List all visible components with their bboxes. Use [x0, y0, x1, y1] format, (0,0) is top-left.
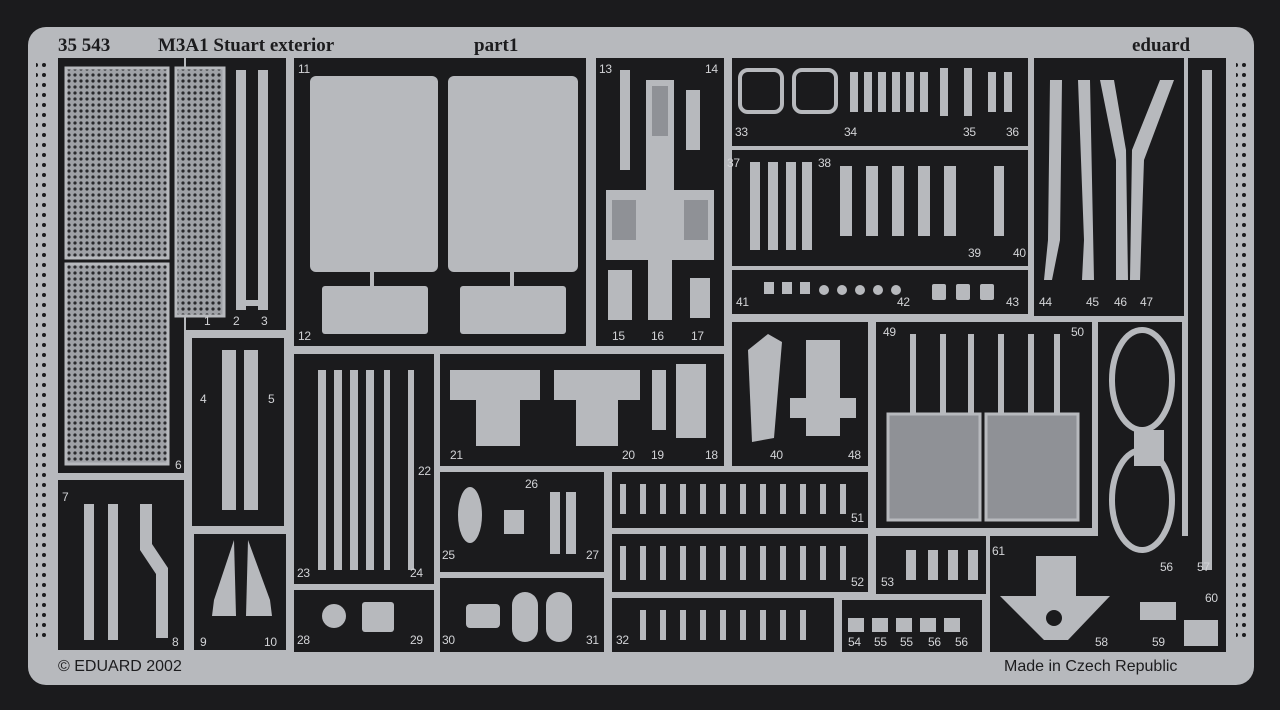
- part-number: 4: [200, 392, 207, 406]
- part-number: 11: [298, 62, 310, 76]
- part-number: 31: [586, 633, 599, 647]
- part-number: 51: [851, 511, 864, 525]
- part-number: 48: [848, 448, 861, 462]
- part-number: 38: [818, 156, 831, 170]
- part-number: 41: [736, 295, 749, 309]
- set-title: M3A1 Stuart exterior: [158, 35, 335, 56]
- part-number: 16: [651, 329, 664, 343]
- part-number: 12: [298, 329, 311, 343]
- part-number: 57: [1197, 560, 1210, 574]
- part-number: 7: [62, 490, 69, 504]
- part-number: 3: [261, 314, 268, 328]
- origin: Made in Czech Republic: [1004, 658, 1178, 675]
- part-number: 46: [1114, 295, 1127, 309]
- part-number: 36: [1006, 125, 1019, 139]
- part-number: 2: [233, 314, 240, 328]
- part-number: 42: [897, 295, 910, 309]
- part-number: 15: [612, 329, 625, 343]
- part-number: 56: [1160, 560, 1173, 574]
- part-number: 58: [1095, 635, 1108, 649]
- part-number: 28: [297, 633, 310, 647]
- parts: [64, 66, 1218, 646]
- part-number: 39: [968, 246, 981, 260]
- part-number: 54: [848, 635, 861, 649]
- part-number: 59: [1152, 635, 1165, 649]
- part-number: 24: [410, 566, 423, 580]
- part-number: 17: [691, 329, 704, 343]
- part-number: 55: [900, 635, 913, 649]
- part-number: 34: [844, 125, 857, 139]
- part-number: 29: [410, 633, 423, 647]
- part-number: 60: [1205, 591, 1218, 605]
- part-number: 52: [851, 575, 864, 589]
- part-number: 49: [883, 325, 896, 339]
- part-number: 56: [955, 635, 968, 649]
- part-number: 40: [770, 448, 783, 462]
- part-number: 8: [172, 635, 179, 649]
- right-perforation: [1236, 60, 1246, 640]
- part-number: 35: [963, 125, 976, 139]
- part-number: 30: [442, 633, 455, 647]
- part-number: 5: [268, 392, 275, 406]
- part-number: 14: [705, 62, 718, 76]
- part-number: 13: [599, 62, 612, 76]
- part-number: 43: [1006, 295, 1019, 309]
- part-number: 18: [705, 448, 718, 462]
- set-number: 35 543: [58, 35, 111, 56]
- part-number: 55: [874, 635, 887, 649]
- part-number: 40: [1013, 246, 1026, 260]
- brand-logo: eduard: [1132, 35, 1191, 56]
- part-number: 22: [418, 464, 431, 478]
- part-number: 47: [1140, 295, 1153, 309]
- left-perforation: [36, 60, 46, 640]
- part-number: 20: [622, 448, 635, 462]
- part-label: part1: [474, 35, 519, 56]
- part-number: 10: [264, 635, 277, 649]
- part-number: 50: [1071, 325, 1084, 339]
- part-number: 19: [651, 448, 664, 462]
- part-number: 53: [881, 575, 894, 589]
- part-number: 9: [200, 635, 207, 649]
- part-number: 61: [992, 544, 1005, 558]
- part-number: 27: [586, 548, 599, 562]
- part-number: 1: [204, 314, 211, 328]
- part-number: 21: [450, 448, 463, 462]
- part-number: 56: [928, 635, 941, 649]
- part-number: 32: [616, 633, 629, 647]
- copyright: © EDUARD 2002: [58, 658, 182, 675]
- part-number: 23: [297, 566, 310, 580]
- part-number: 33: [735, 125, 748, 139]
- part-number: 6: [175, 458, 182, 472]
- part-number: 25: [442, 548, 455, 562]
- part-number: 44: [1039, 295, 1052, 309]
- part-number: 37: [727, 156, 740, 170]
- part-number: 26: [525, 477, 538, 491]
- part-number: 45: [1086, 295, 1099, 309]
